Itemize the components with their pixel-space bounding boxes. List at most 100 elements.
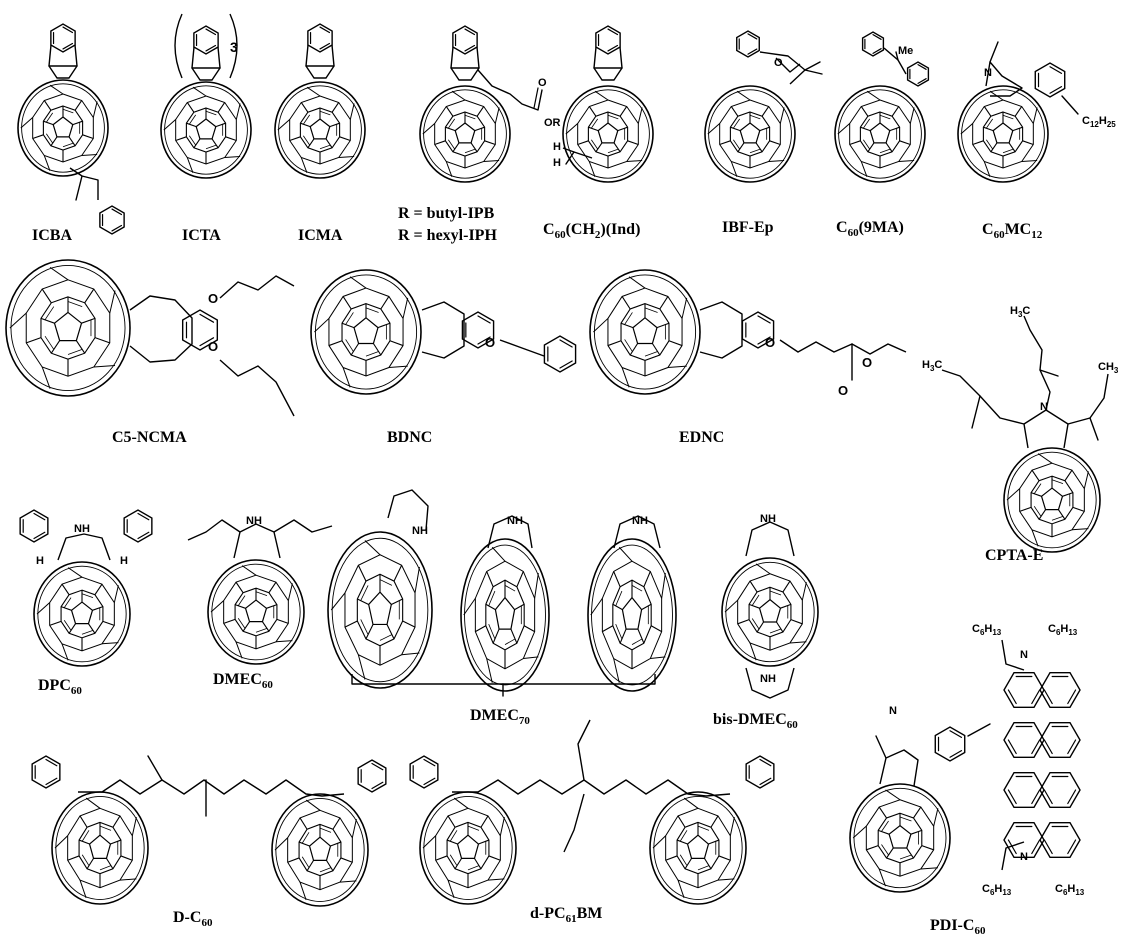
ednc-benzene xyxy=(741,311,775,349)
dpc60-phenyl-left-double-bond xyxy=(33,512,46,521)
label-bdnc: BDNC xyxy=(387,429,433,446)
icma-adduct-bridge-right xyxy=(325,44,335,79)
atom-nh-dmec70-b: NH xyxy=(507,515,523,527)
label-ibf-ep: IBF-Ep xyxy=(722,219,774,236)
pdic60-perylene-ring-b-0-double-bond xyxy=(1043,689,1053,705)
dpc60-phenyl-left-double-bond xyxy=(33,531,46,540)
ibfep-methyl-1 xyxy=(804,69,823,75)
dpc61bm-phenyl-left-double-bond xyxy=(423,758,436,767)
ibfep-epoxide xyxy=(775,57,801,73)
atom-o-ednc-3: O xyxy=(862,355,873,370)
atom-o-ednc-1: O xyxy=(765,335,776,350)
c5ncma-benzene xyxy=(181,309,219,351)
pdic60-perylene-ring-1-double-bond xyxy=(1007,739,1017,755)
atom-o-c5-2: O xyxy=(208,339,219,354)
pdic60-n-methyl xyxy=(875,735,887,759)
c5ncma-pentoxy-top xyxy=(219,275,295,299)
atom-n-pdi-top: N xyxy=(1020,649,1028,661)
label-cpta-e: CPTA-E xyxy=(985,547,1044,564)
cptae-carbonyl-top xyxy=(1039,369,1059,377)
label-icba: ICBA xyxy=(32,227,73,244)
atom-h-2: H xyxy=(553,157,561,169)
dmec70-a-adduct xyxy=(387,489,429,531)
dpc61bm-phenyl-right-double-bond xyxy=(759,777,772,786)
icta-adduct-bridge-right xyxy=(211,46,221,81)
c60mc12-phenyl-double-bond xyxy=(1049,66,1063,74)
c60mc12-phenyl-double-bond xyxy=(1049,86,1063,94)
label-d-c60: D-C60 xyxy=(173,909,213,930)
dpc61bm-phenyl-left-double-bond xyxy=(423,777,436,786)
label-icta: ICTA xyxy=(182,227,221,244)
dpc60-pyrrolidine xyxy=(57,533,111,561)
c609ma-benzene-right-double-bond xyxy=(917,78,927,84)
pdic60-imide-top xyxy=(1001,639,1025,671)
dc60-phenyl-left-double-bond xyxy=(45,777,58,786)
pdic60-perylene-ring-2-double-bond xyxy=(1031,789,1041,805)
dc60-phenyl-right-double-bond xyxy=(371,762,384,771)
pdic60-perylene-ring-b-1 xyxy=(1039,721,1081,759)
label-c60-ch2-ind: C60(CH2)(Ind) xyxy=(543,221,641,242)
dmec60-fullerene xyxy=(207,559,305,665)
atom-ch3-right: CH3 xyxy=(1098,361,1119,376)
dpc61bm-branch-down xyxy=(563,793,585,853)
c5ncma-pentoxy-bottom xyxy=(219,359,295,417)
dpc61bm-fullerene-right xyxy=(649,791,747,905)
icta-paren-left xyxy=(174,13,183,79)
c60ch2-adduct-benzene-double-bond xyxy=(607,28,619,36)
dmec70-c-adduct xyxy=(613,515,661,549)
pdic60-perylene-ring-0-double-bond xyxy=(1031,689,1041,705)
dpc61bm-phenyl-right xyxy=(745,755,775,789)
dmec60-ester-left xyxy=(187,519,241,541)
atom-o-c5-1: O xyxy=(208,291,219,306)
pdic60-perylene-ring-b-3-double-bond xyxy=(1067,839,1077,855)
icma-adduct-benzene-double-bond xyxy=(319,42,331,50)
bis-dmec60-pyrrolidine-top xyxy=(745,521,795,557)
c609ma-methyl xyxy=(895,51,899,61)
icta-adduct-bridge-left xyxy=(191,46,201,81)
icma-adduct-benzene xyxy=(307,23,333,53)
dc60-phenyl-right xyxy=(357,759,387,793)
bdnc-benzene xyxy=(461,311,495,349)
dc60-phenyl-left xyxy=(31,755,61,789)
cptae-carbonyl-left xyxy=(971,395,981,429)
icba-adduct-top-bridge-left xyxy=(48,44,58,79)
bis-dmec60-fullerene xyxy=(721,557,819,667)
atom-o-ednc-2: O xyxy=(838,383,849,398)
pdic60-phenyl-double-bond xyxy=(949,730,963,738)
c5ncma-benzene-double-bond xyxy=(199,313,215,323)
label-ipb: R = butyl-IPB xyxy=(398,205,495,222)
label-c60mc12: C60MC12 xyxy=(982,221,1043,242)
atom-or-ipb: OR xyxy=(544,117,561,129)
pdic60-perylene-ring-3-double-bond xyxy=(1007,839,1017,855)
ipb-carbonyl-2 xyxy=(533,87,539,109)
icta-adduct-benzene-double-bond xyxy=(205,28,217,36)
icba-adduct-top-bridge-right xyxy=(68,44,78,79)
label-pdi-c60: PDI-C60 xyxy=(930,917,986,936)
dc60-fullerene-right xyxy=(271,793,369,907)
dmec70-c-fullerene xyxy=(587,538,677,692)
atom-o-ibf-ep: O xyxy=(774,57,783,69)
icba-lower-benzene-double-bond xyxy=(111,208,123,216)
dpc61bm-phenyl-right-double-bond xyxy=(759,758,772,767)
c60ch2-h-bond xyxy=(565,151,575,165)
icma-fullerene xyxy=(274,81,366,179)
icba-fullerene xyxy=(17,79,109,177)
c60ch2-adduct-benzene xyxy=(595,25,621,55)
dpc60-phenyl-right-double-bond xyxy=(137,531,150,540)
pdic60-perylene-ring-2-double-bond xyxy=(1007,789,1017,805)
bdnc-benzene-double-bond xyxy=(477,315,491,324)
pdic60-perylene-ring-b-1-double-bond xyxy=(1043,739,1053,755)
c60ch2-fullerene xyxy=(562,85,654,183)
dpc60-phenyl-left xyxy=(19,509,49,543)
dmec70-b-adduct xyxy=(487,515,533,549)
dmec60-pyrrolidine xyxy=(233,523,281,559)
ipb-adduct-benzene xyxy=(452,25,478,55)
c609ma-benzene-left-double-bond xyxy=(872,48,882,54)
dpc61bm-linker xyxy=(452,779,731,797)
ibfep-benzene-double-bond xyxy=(747,48,758,55)
dpc60-phenyl-right-double-bond xyxy=(137,512,150,521)
atom-nh-bis-top: NH xyxy=(760,513,776,525)
label-icma: ICMA xyxy=(298,227,343,244)
label-c5-ncma: C5-NCMA xyxy=(112,429,187,446)
